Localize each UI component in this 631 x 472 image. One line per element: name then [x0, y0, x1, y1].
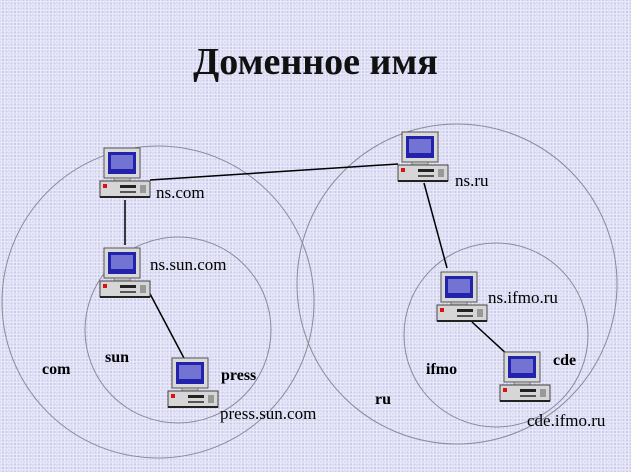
- node-label-ns-sun-com: ns.sun.com: [150, 255, 227, 274]
- computer-icon: [436, 271, 488, 322]
- computer-icon: [397, 131, 449, 182]
- computer-icon: [99, 147, 151, 198]
- node-label-cde-ifmo-ru: cde.ifmo.ru: [527, 411, 606, 430]
- link-ns-ifmo-cde: [471, 321, 511, 358]
- computer-icon: [499, 351, 551, 402]
- domain-label-press: press: [221, 367, 256, 384]
- domain-label-ifmo: ifmo: [426, 361, 457, 378]
- computer-icon: [167, 357, 219, 408]
- node-label-ns-com: ns.com: [156, 183, 205, 202]
- link-ns-ru-ns-ifmo: [423, 182, 448, 269]
- domain-label-sun: sun: [105, 349, 129, 366]
- domain-circle-ifmo: [403, 242, 589, 428]
- domain-circle-ru: [296, 123, 618, 445]
- node-label-press-sun-com: press.sun.com: [220, 404, 316, 423]
- domain-label-cde: cde: [553, 352, 576, 369]
- domain-label-ru: ru: [375, 391, 391, 408]
- domain-label-com: com: [42, 361, 71, 378]
- domain-circle-com: [1, 145, 315, 459]
- domain-circle-sun: [84, 236, 272, 424]
- diagram-title: Доменное имя: [193, 41, 438, 83]
- link-ns-com-ns-ru: [149, 163, 399, 181]
- node-label-ns-ifmo-ru: ns.ifmo.ru: [488, 288, 558, 307]
- node-label-ns-ru: ns.ru: [455, 171, 489, 190]
- computer-icon: [99, 247, 151, 298]
- link-ns-sun-com-press: [147, 289, 186, 361]
